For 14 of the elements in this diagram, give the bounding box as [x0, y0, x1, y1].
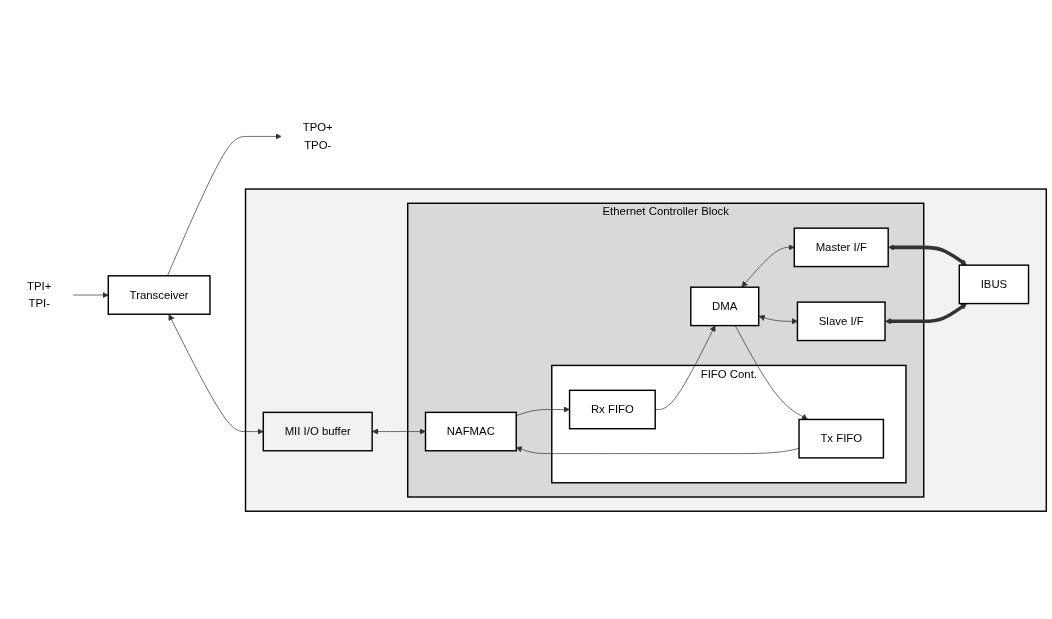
node-box: Rx FIFO: [568, 389, 656, 429]
node-text: TPO+ TPO-: [302, 121, 333, 151]
arrow: [885, 302, 967, 324]
node-box: Tx FIFO: [798, 418, 885, 459]
node-box: DMA: [690, 286, 760, 326]
node-text: TPI+ TPI-: [27, 279, 52, 309]
cluster: [244, 187, 1047, 512]
node-box: IBUS: [958, 264, 1030, 304]
node-box: Master I/F: [793, 227, 889, 267]
node-box: NAFMAC: [424, 411, 517, 451]
node-box: Transceiver: [107, 274, 211, 315]
arrow: [888, 243, 967, 265]
node-box: Slave I/F: [796, 300, 886, 341]
node-box: MII I/O buffer: [262, 411, 373, 451]
